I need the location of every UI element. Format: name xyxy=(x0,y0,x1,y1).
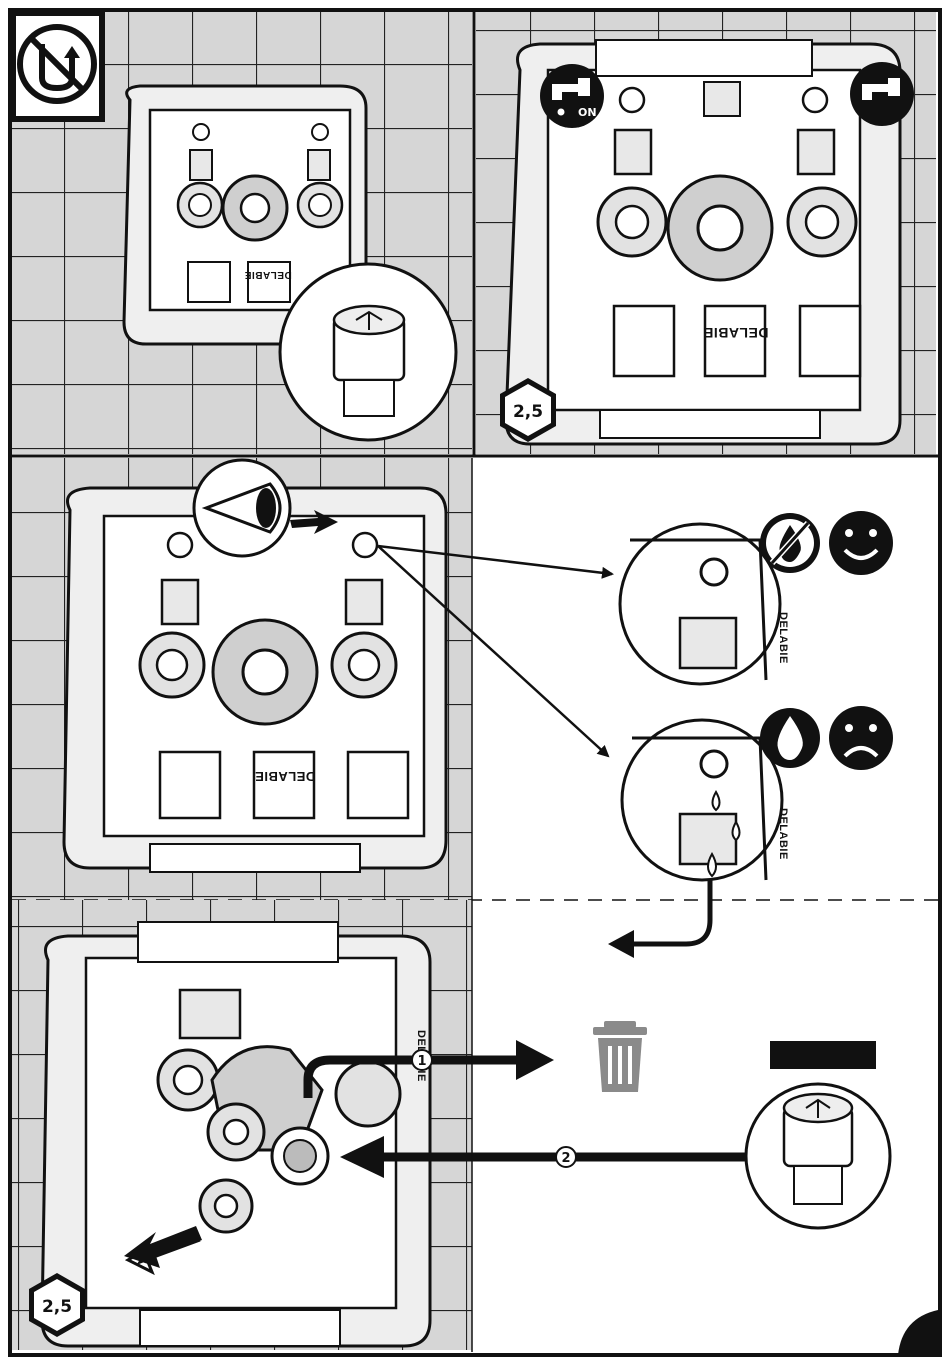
tap-on-icon: ON xyxy=(540,64,604,128)
brand-label: DELABIE xyxy=(255,769,316,784)
eye-icon xyxy=(194,460,290,556)
tap-on-label: ON xyxy=(578,106,597,119)
brand-label: DELABIE xyxy=(777,612,789,664)
panel-step-4: DELABIE 2,5 xyxy=(12,900,472,1350)
panel-step-1: DELABIE xyxy=(10,10,472,454)
panel-step-2: DELABIE ON 2,5 xyxy=(476,12,936,454)
redacted-label-bar xyxy=(770,1041,876,1069)
callout-2-label: 2 xyxy=(561,1151,570,1166)
smiley-happy-icon xyxy=(829,511,893,575)
hex-key-label: 2,5 xyxy=(42,1297,72,1317)
water-drop-icon xyxy=(760,708,820,768)
brand-label: DELABIE xyxy=(777,808,789,860)
smiley-sad-icon xyxy=(829,706,893,770)
new-cartridge-detail xyxy=(746,1084,890,1228)
brand-label: DELABIE xyxy=(244,269,291,280)
no-bypass-icon xyxy=(10,10,105,122)
tap-icon xyxy=(850,62,914,126)
no-water-drop-icon xyxy=(760,513,820,573)
callout-1-label: 1 xyxy=(417,1054,426,1069)
callout-1: 1 xyxy=(412,1050,432,1070)
hex-key-label: 2,5 xyxy=(513,402,543,422)
callout-2: 2 xyxy=(556,1147,576,1167)
brand-label: DELABIE xyxy=(704,325,769,341)
